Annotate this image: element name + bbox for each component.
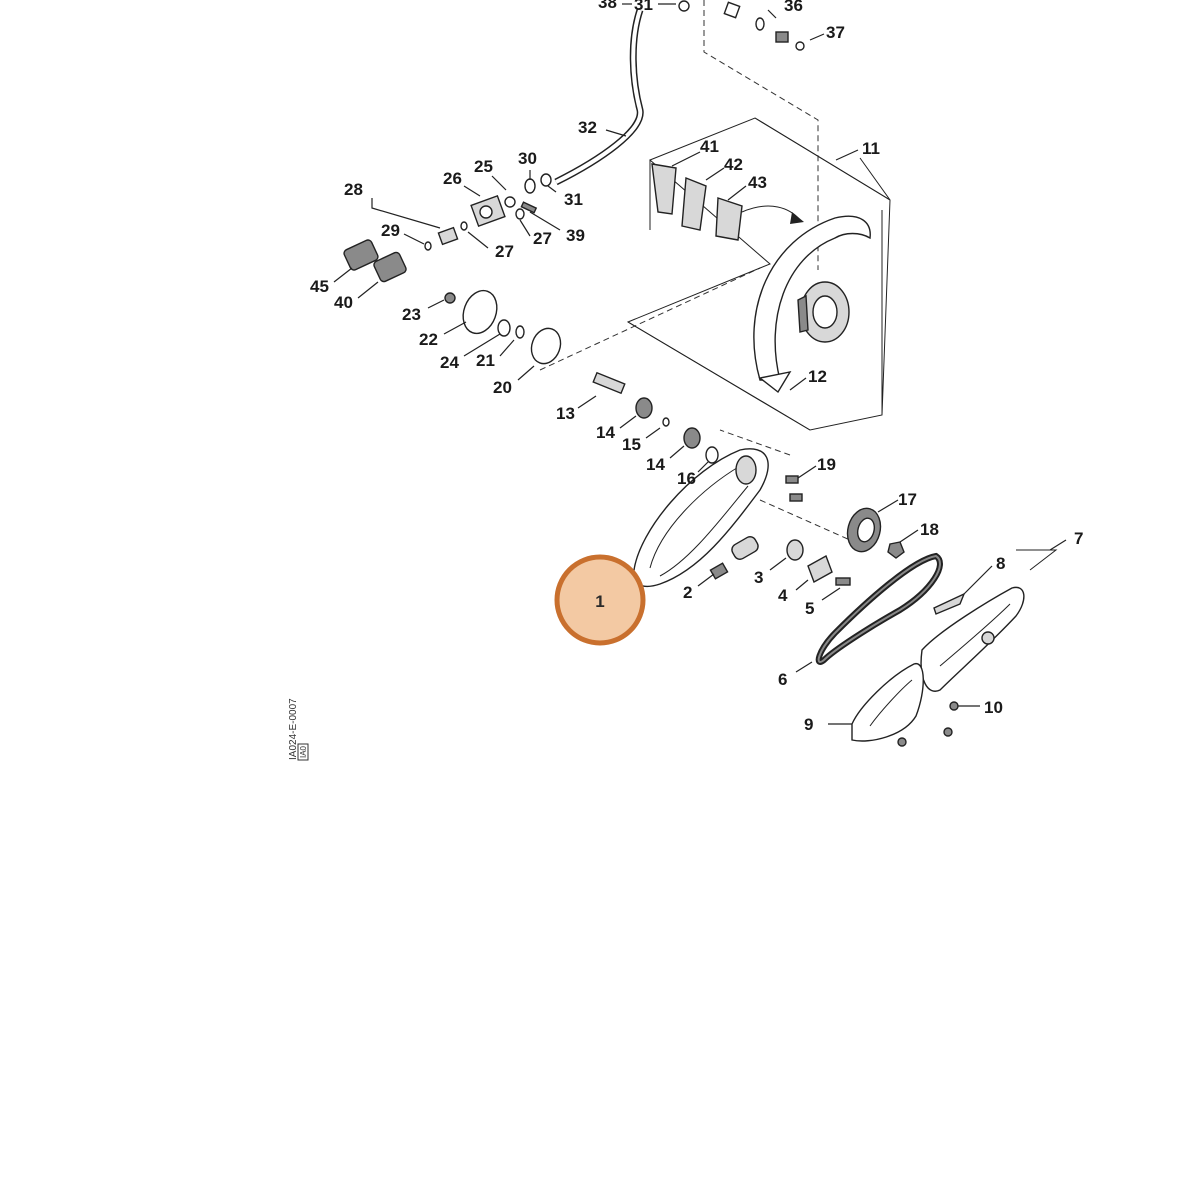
drawing-code-text: IA024-E-0007: [288, 698, 299, 760]
part-label[interactable]: 18: [920, 520, 939, 539]
part-label[interactable]: 29: [381, 221, 400, 240]
part-label[interactable]: 9: [804, 715, 813, 734]
part-label[interactable]: 27: [533, 229, 552, 248]
part-label[interactable]: 10: [984, 698, 1003, 717]
part-label[interactable]: 7: [1074, 529, 1083, 548]
part-label[interactable]: 5: [805, 599, 814, 618]
assembly-lines: [539, 0, 851, 541]
part-label[interactable]: 27: [495, 242, 514, 261]
part-label[interactable]: 13: [556, 404, 575, 423]
part-labels: 38 31 36 37 32 41 42 43 11 30 25 26 31 3…: [310, 0, 1083, 734]
part-label[interactable]: 28: [344, 180, 363, 199]
pulley-part: [846, 507, 905, 559]
part-label[interactable]: 26: [443, 169, 462, 188]
part-label[interactable]: 36: [784, 0, 803, 15]
part-label[interactable]: 19: [817, 455, 836, 474]
part-label[interactable]: 32: [578, 118, 597, 137]
housing-part: [632, 448, 769, 588]
bolt-parts-19: [785, 475, 803, 502]
selected-part-highlight[interactable]: 1: [554, 554, 646, 646]
decal-parts: [651, 163, 804, 241]
part-label[interactable]: 8: [996, 554, 1005, 573]
part-label[interactable]: 45: [310, 277, 329, 296]
part-label[interactable]: 16: [677, 469, 696, 488]
drive-belt-part: [815, 552, 943, 665]
part-label[interactable]: 4: [778, 586, 788, 605]
part-label[interactable]: 12: [808, 367, 827, 386]
part-label[interactable]: 39: [566, 226, 585, 245]
part-label[interactable]: 41: [700, 137, 719, 156]
part-label[interactable]: 43: [748, 173, 767, 192]
part-label[interactable]: 14: [646, 455, 665, 474]
highlight-label: 1: [595, 592, 604, 611]
part-label[interactable]: 6: [778, 670, 787, 689]
drawing-code-box-text: IA0: [299, 745, 308, 758]
part-label[interactable]: 15: [622, 435, 641, 454]
top-fittings: [678, 0, 805, 51]
part-label[interactable]: 21: [476, 351, 495, 370]
bracket-group-11: [626, 117, 891, 431]
part-label[interactable]: 37: [826, 23, 845, 42]
part-label[interactable]: 30: [518, 149, 537, 168]
arbor-parts: [444, 289, 719, 464]
part-label[interactable]: 17: [898, 490, 917, 509]
part-label[interactable]: 25: [474, 157, 493, 176]
leader-lines: [333, 3, 1067, 725]
part-label[interactable]: 11: [862, 139, 880, 158]
part-label[interactable]: 23: [402, 305, 421, 324]
belt-cover-part: [851, 549, 1058, 747]
drawing-code: IA024-E-0007 IA0: [288, 698, 309, 761]
part-label[interactable]: 31: [564, 190, 583, 209]
part-label[interactable]: 31: [634, 0, 653, 14]
highlight-circle[interactable]: [554, 554, 646, 646]
part-label[interactable]: 20: [493, 378, 512, 397]
nozzle-parts: [343, 239, 407, 283]
blade-guard-part: [753, 215, 871, 394]
part-label[interactable]: 2: [683, 583, 692, 602]
part-label[interactable]: 38: [598, 0, 617, 12]
small-parts: [709, 536, 851, 586]
valve-assembly: [424, 173, 552, 251]
part-label[interactable]: 22: [419, 330, 438, 349]
water-hose-part: [554, 8, 644, 186]
part-label[interactable]: 14: [596, 423, 615, 442]
part-label[interactable]: 40: [334, 293, 353, 312]
part-label[interactable]: 3: [754, 568, 763, 587]
part-label[interactable]: 42: [724, 155, 743, 174]
part-label[interactable]: 24: [440, 353, 459, 372]
